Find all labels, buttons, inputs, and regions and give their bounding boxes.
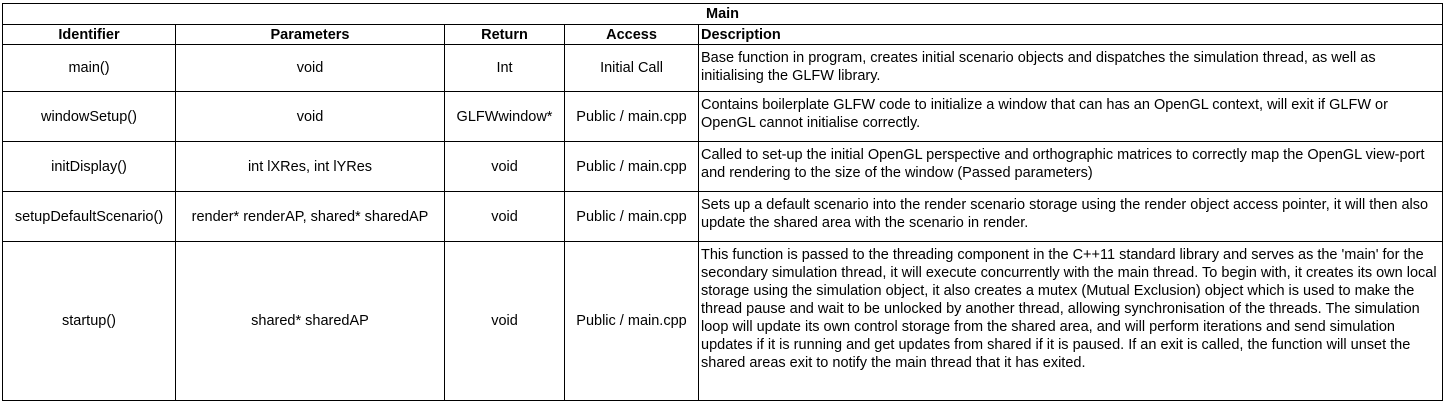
cell-parameters: void (175, 44, 445, 92)
cell-identifier: initDisplay() (2, 141, 176, 192)
header-return: Return (444, 24, 565, 45)
table-row: setupDefaultScenario() render* renderAP,… (2, 191, 1444, 242)
description-text: Called to set-up the initial OpenGL pers… (701, 147, 1425, 181)
table-row: startup() shared* sharedAP void Public /… (2, 241, 1444, 401)
description-text: Base function in program, creates initia… (701, 50, 1376, 84)
cell-access: Public / main.cpp (564, 91, 699, 142)
cell-return: void (444, 141, 565, 192)
cell-return: void (444, 191, 565, 242)
header-identifier: Identifier (2, 24, 176, 45)
cell-parameters: void (175, 91, 445, 142)
table-row: main() void Int Initial Call Base functi… (2, 44, 1444, 92)
description-text: This function is passed to the threading… (701, 247, 1437, 371)
cell-parameters: int lXRes, int lYRes (175, 141, 445, 192)
cell-description: Called to set-up the initial OpenGL pers… (697, 141, 1444, 192)
cell-access: Initial Call (564, 44, 699, 92)
description-text: Contains boilerplate GLFW code to initia… (701, 97, 1388, 131)
cell-return: Int (444, 44, 565, 92)
header-access: Access (564, 24, 699, 45)
cell-identifier: setupDefaultScenario() (2, 191, 176, 242)
cell-return: void (444, 241, 565, 401)
main-functions-table: Main Identifier Parameters Return Access… (1, 3, 1444, 401)
cell-access: Public / main.cpp (564, 191, 699, 242)
cell-description: Contains boilerplate GLFW code to initia… (697, 91, 1444, 142)
cell-parameters: render* renderAP, shared* sharedAP (175, 191, 445, 242)
header-row: Identifier Parameters Return Access Desc… (2, 24, 1444, 45)
cell-identifier: main() (2, 44, 176, 92)
description-text: Sets up a default scenario into the rend… (701, 197, 1429, 231)
cell-return: GLFWwindow* (444, 91, 565, 142)
cell-access: Public / main.cpp (564, 141, 699, 192)
cell-identifier: windowSetup() (2, 91, 176, 142)
cell-description: Base function in program, creates initia… (697, 44, 1444, 92)
cell-identifier: startup() (2, 241, 176, 401)
table-title: Main (1, 3, 1444, 25)
cell-parameters: shared* sharedAP (175, 241, 445, 401)
table-row: windowSetup() void GLFWwindow* Public / … (2, 91, 1444, 142)
header-description: Description (697, 24, 1444, 45)
cell-description: This function is passed to the threading… (697, 241, 1444, 401)
table-row: initDisplay() int lXRes, int lYRes void … (2, 141, 1444, 192)
cell-access: Public / main.cpp (564, 241, 699, 401)
header-parameters: Parameters (175, 24, 445, 45)
cell-description: Sets up a default scenario into the rend… (697, 191, 1444, 242)
